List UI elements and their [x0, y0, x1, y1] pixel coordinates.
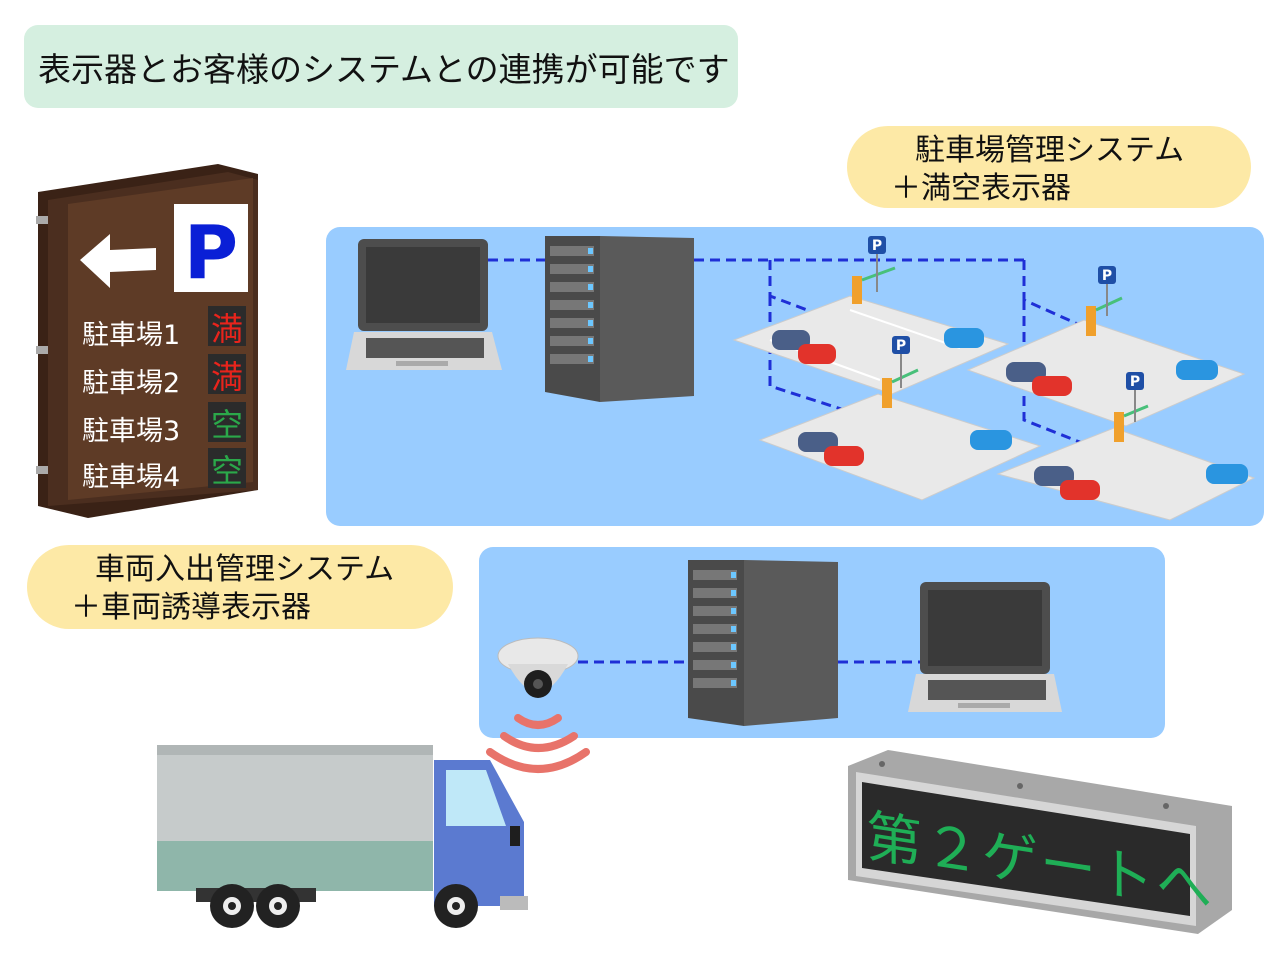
- sign-row4-name: 駐車場4: [82, 462, 180, 493]
- server-icon-parking: [545, 236, 694, 402]
- parking-lot-1: P: [732, 236, 1010, 395]
- car-icon: [1006, 362, 1046, 382]
- lot-sign-p-2: P: [1102, 268, 1112, 284]
- parking-availability-sign: P 駐車場1 満 駐車場2 満 駐車場3 空 駐車場4 空: [36, 164, 258, 518]
- car-icon: [1176, 360, 1218, 380]
- parking-lot-2: P: [966, 266, 1246, 427]
- banner-text: 表示器とお客様のシステムとの連携が可能です: [38, 49, 730, 89]
- truck-wheel: [210, 884, 254, 928]
- p-symbol-letter: P: [184, 210, 238, 296]
- vehicle-system-label: 車両入出管理システム ＋車両誘導表示器: [27, 545, 453, 629]
- lot-sign-p-4: P: [1130, 374, 1140, 390]
- sign-row2-status: 満: [211, 358, 243, 396]
- sign-row2-name: 駐車場2: [82, 368, 180, 399]
- parking-system-label-line2: ＋満空表示器: [891, 171, 1071, 206]
- truck-wheel: [434, 884, 478, 928]
- car-icon: [1032, 376, 1072, 396]
- sign-row3-name: 駐車場3: [82, 416, 180, 447]
- car-icon: [1206, 464, 1248, 484]
- parking-lot-4: P: [996, 372, 1256, 521]
- sign-row3-status: 空: [211, 406, 243, 444]
- laptop-icon-vehicle: [908, 582, 1062, 712]
- arrow-left-icon: [80, 234, 156, 288]
- lot-sign-p-3: P: [896, 338, 906, 354]
- truck-wheel: [256, 884, 300, 928]
- parking-system-label: 駐車場管理システム ＋満空表示器: [847, 126, 1251, 208]
- laptop-icon-admin: [346, 239, 502, 370]
- sign-row1-name: 駐車場1: [82, 320, 180, 351]
- car-icon: [970, 430, 1012, 450]
- camera-icon: [497, 637, 579, 698]
- server-icon-vehicle: [688, 560, 838, 726]
- vehicle-system-label-line2: ＋車両誘導表示器: [71, 590, 311, 625]
- car-icon: [798, 344, 836, 364]
- sign-row1-status: 満: [211, 310, 243, 348]
- parking-lot-3: P: [758, 336, 1042, 501]
- banner: 表示器とお客様のシステムとの連携が可能です: [24, 25, 738, 108]
- lot-sign-p-1: P: [872, 238, 882, 254]
- car-icon: [798, 432, 838, 452]
- car-icon: [1034, 466, 1074, 486]
- led-guidance-board: 第２ゲートへ: [848, 750, 1232, 934]
- signal-waves-icon: [486, 714, 590, 773]
- vehicle-system-label-line1: 車両入出管理システム: [95, 552, 395, 587]
- truck-icon: [157, 745, 528, 928]
- car-icon: [824, 446, 864, 466]
- sign-row4-status: 空: [211, 452, 243, 490]
- car-icon: [944, 328, 984, 348]
- car-icon: [1060, 480, 1100, 500]
- parking-system-label-line1: 駐車場管理システム: [915, 133, 1185, 168]
- p-symbol-box: [174, 204, 248, 292]
- car-icon: [772, 330, 810, 350]
